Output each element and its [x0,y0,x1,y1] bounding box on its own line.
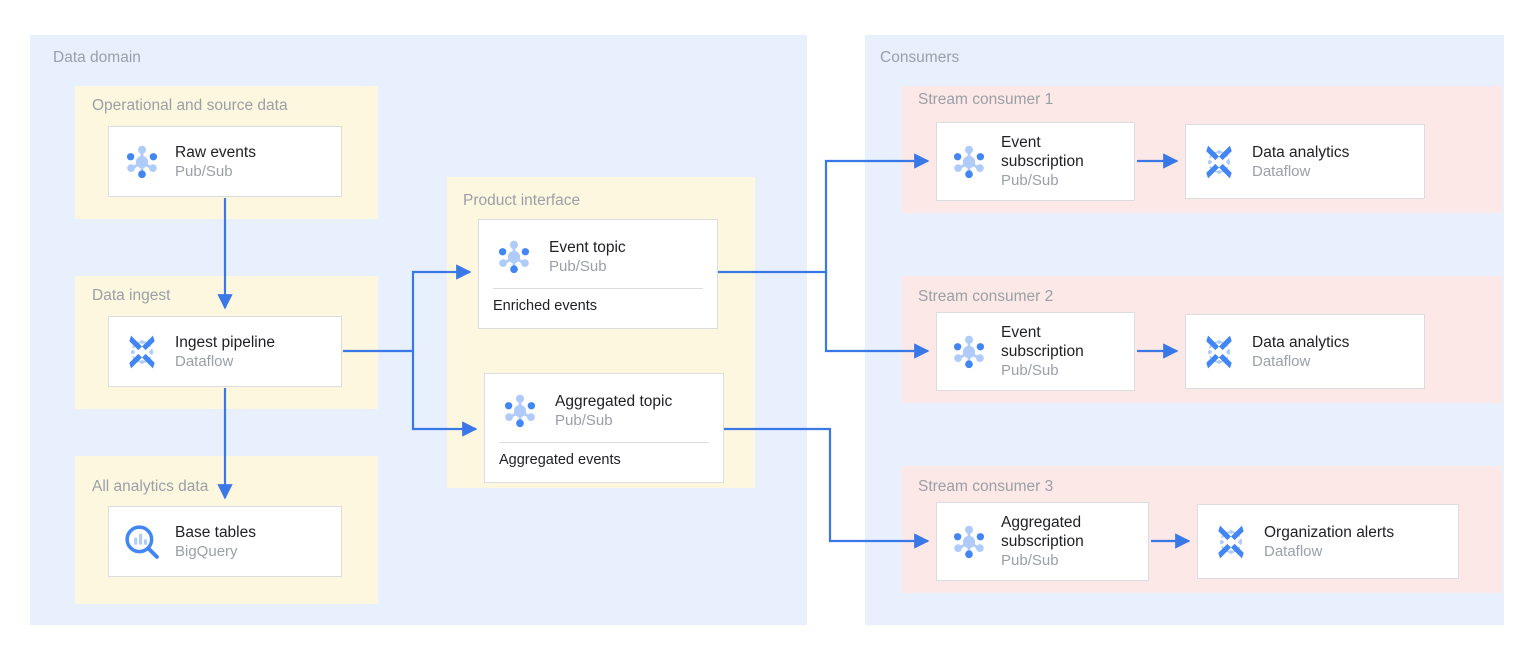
pubsub-icon [109,139,175,185]
card-event-subscription-2-main: Event subscription Pub/Sub [937,323,1134,380]
panel-consumers-title: Consumers [880,49,960,66]
group-all-analytics-title: All analytics data [92,478,209,495]
card-raw-events-subtitle: Pub/Sub [175,162,233,180]
card-organization-alerts-subtitle: Dataflow [1264,542,1323,560]
card-aggregated-subscription-main: Aggregated subscription Pub/Sub [937,513,1148,570]
card-base-tables-title: Base tables [175,523,256,541]
card-event-subscription-2-subtitle: Pub/Sub [1001,362,1059,379]
card-aggregated-subscription-title: Aggregated subscription [1001,514,1084,550]
card-aggregated-topic[interactable]: Aggregated topic Pub/Sub Aggregated even… [484,373,724,483]
panel-data-domain-title: Data domain [53,49,141,66]
group-product-interface-title: Product interface [463,192,581,209]
card-raw-events-main: Raw events Pub/Sub [109,139,341,185]
pubsub-icon [937,515,1001,569]
card-organization-alerts-text: Organization alerts Dataflow [1264,523,1394,561]
card-aggregated-subscription-subtitle: Pub/Sub [1001,552,1059,569]
card-ingest-pipeline-text: Ingest pipeline Dataflow [175,333,275,371]
card-data-analytics-1-text: Data analytics Dataflow [1252,143,1349,181]
group-data-ingest-title: Data ingest [92,287,171,304]
pubsub-icon [485,387,555,435]
card-data-analytics-1-subtitle: Dataflow [1252,162,1311,180]
card-event-subscription-1-subtitle: Pub/Sub [1001,172,1059,189]
dataflow-icon [109,329,175,375]
card-raw-events[interactable]: Raw events Pub/Sub [108,126,342,197]
card-ingest-pipeline-main: Ingest pipeline Dataflow [109,329,341,375]
card-organization-alerts[interactable]: Organization alerts Dataflow [1197,504,1459,579]
card-event-topic[interactable]: Event topic Pub/Sub Enriched events [478,219,718,329]
card-event-topic-title: Event topic [549,239,626,256]
card-event-subscription-1-title: Event subscription [1001,134,1084,170]
bigquery-icon [109,519,175,565]
card-organization-alerts-main: Organization alerts Dataflow [1198,518,1458,566]
card-data-analytics-2-text: Data analytics Dataflow [1252,333,1349,371]
card-data-analytics-2-main: Data analytics Dataflow [1186,328,1424,376]
card-event-topic-main: Event topic Pub/Sub [479,233,717,281]
card-data-analytics-2-subtitle: Dataflow [1252,352,1311,370]
card-ingest-pipeline-title: Ingest pipeline [175,333,275,351]
card-aggregated-topic-title: Aggregated topic [555,393,673,410]
card-base-tables[interactable]: Base tables BigQuery [108,506,342,577]
card-aggregated-subscription[interactable]: Aggregated subscription Pub/Sub [936,502,1149,581]
card-base-tables-text: Base tables BigQuery [175,523,256,561]
card-data-analytics-2-title: Data analytics [1252,333,1350,351]
card-event-subscription-2-text: Event subscription Pub/Sub [1001,323,1119,380]
card-ingest-pipeline-subtitle: Dataflow [175,352,234,370]
group-stream-consumer-3-title: Stream consumer 3 [918,478,1054,495]
card-event-topic-footer: Enriched events [493,298,597,314]
card-raw-events-title: Raw events [175,143,256,161]
card-event-subscription-1[interactable]: Event subscription Pub/Sub [936,122,1135,201]
dataflow-icon [1186,328,1252,376]
pubsub-icon [479,233,549,281]
dataflow-icon [1198,518,1264,566]
card-base-tables-main: Base tables BigQuery [109,519,341,565]
card-event-topic-text: Event topic Pub/Sub [549,238,626,276]
pubsub-icon [937,325,1001,379]
pubsub-icon [937,135,1001,189]
dataflow-icon [1186,138,1252,186]
card-event-topic-subtitle: Pub/Sub [549,258,607,275]
card-event-subscription-2[interactable]: Event subscription Pub/Sub [936,312,1135,391]
card-aggregated-topic-subtitle: Pub/Sub [555,412,613,429]
group-stream-consumer-1-title: Stream consumer 1 [918,91,1054,108]
card-event-subscription-2-title: Event subscription [1001,324,1084,360]
card-raw-events-text: Raw events Pub/Sub [175,143,256,181]
card-aggregated-topic-divider [499,442,709,443]
group-stream-consumer-2-title: Stream consumer 2 [918,288,1054,305]
card-ingest-pipeline[interactable]: Ingest pipeline Dataflow [108,316,342,387]
card-aggregated-topic-footer: Aggregated events [499,452,621,468]
card-data-analytics-1[interactable]: Data analytics Dataflow [1185,124,1425,199]
card-event-topic-divider [493,288,703,289]
card-event-subscription-1-main: Event subscription Pub/Sub [937,133,1134,190]
group-operational-title: Operational and source data [92,97,288,114]
card-aggregated-topic-text: Aggregated topic Pub/Sub [555,392,672,430]
card-event-subscription-1-text: Event subscription Pub/Sub [1001,133,1119,190]
card-base-tables-subtitle: BigQuery [175,542,238,560]
card-aggregated-topic-main: Aggregated topic Pub/Sub [485,387,723,435]
card-data-analytics-1-title: Data analytics [1252,143,1350,161]
card-data-analytics-2[interactable]: Data analytics Dataflow [1185,314,1425,389]
card-aggregated-subscription-text: Aggregated subscription Pub/Sub [1001,513,1133,570]
card-organization-alerts-title: Organization alerts [1264,523,1395,541]
card-data-analytics-1-main: Data analytics Dataflow [1186,138,1424,186]
